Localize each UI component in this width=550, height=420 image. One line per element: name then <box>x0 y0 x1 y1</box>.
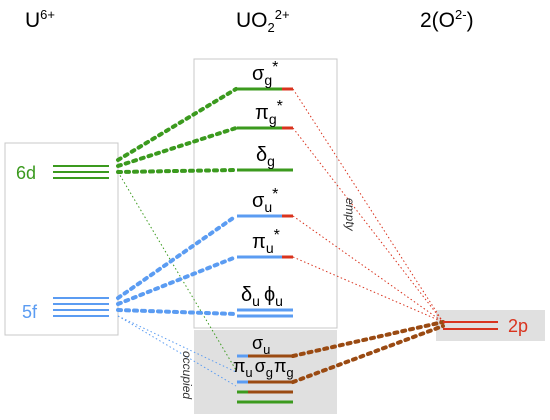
header-oxide: 2(O2-) <box>420 7 474 32</box>
thick-green-connections <box>116 87 238 174</box>
thin-green-connection <box>117 171 237 371</box>
mo-occupied-lower-levels <box>237 380 293 404</box>
empty-mo-box <box>193 58 338 329</box>
annotation-occupied: occupied <box>180 351 194 399</box>
mo-delta-phi-u-levels <box>237 308 293 318</box>
u-atomic-box <box>4 142 119 336</box>
label-6d: 6d <box>16 163 36 183</box>
thick-blue-connections <box>116 214 238 316</box>
mo-label-pi-u-star: πu* <box>252 227 280 256</box>
label-2p: 2p <box>508 316 528 336</box>
header-uranyl: UO22+ <box>236 7 290 35</box>
mo-label-sigma-u-star: σu* <box>252 186 278 215</box>
mo-label-sigma-u: σu <box>252 333 270 357</box>
mo-label-pi-g-star: πg* <box>255 98 283 127</box>
o-2p-box <box>436 310 545 341</box>
mo-label-delta-g: δg <box>256 144 275 169</box>
label-5f: 5f <box>22 302 38 322</box>
occupied-mo-box <box>194 330 337 414</box>
thick-brown-connections <box>291 320 445 384</box>
header-uranium: U6+ <box>25 7 55 32</box>
annotation-empty: empty <box>343 198 357 232</box>
mo-label-sigma-g-star: σg* <box>252 59 278 88</box>
thin-red-connections <box>292 88 444 323</box>
o-2p-levels <box>443 321 498 330</box>
thin-blue-connections <box>117 315 237 387</box>
u-6d-levels <box>53 165 109 179</box>
u-5f-levels <box>53 297 109 317</box>
